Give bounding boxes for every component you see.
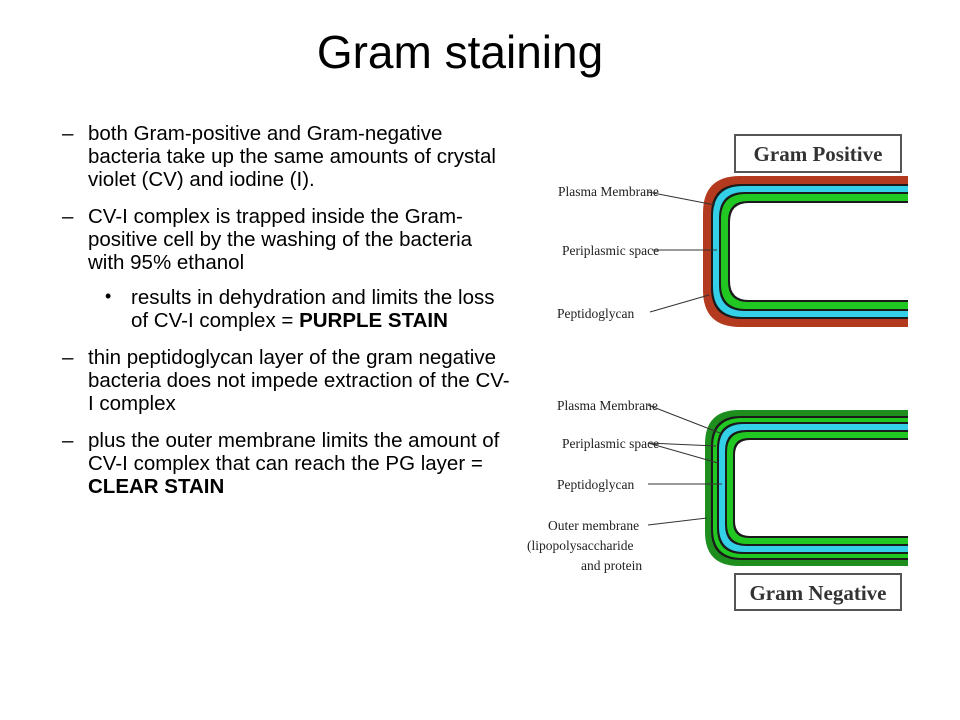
clear-stain-emphasis: CLEAR STAIN [88,475,225,498]
gram-positive-wall [703,176,908,327]
gram-negative-label-box: Gram Negative [734,573,902,611]
gram-positive-labels: Plasma Membrane Periplasmic space Peptid… [557,184,717,321]
gp-peptidoglycan-label: Peptidoglycan [557,306,634,321]
gn-outer-membrane-label-2: (lipopolysaccharide [527,538,633,553]
sub-bullet-item: • results in dehydration and limits the … [105,286,512,332]
gp-peptidoglycan-leader [649,294,710,313]
dot-marker: • [105,286,112,306]
dash-marker: – [62,346,74,369]
gram-positive-label-box: Gram Positive [734,134,902,173]
bullet-text: CV-I complex is trapped inside the Gram-… [88,205,473,274]
gn-outer-membrane-label-1: Outer membrane [548,518,639,533]
gn-periplasm-leader-b [647,442,719,464]
bullet-text: both Gram-positive and Gram-negative bac… [88,122,496,191]
gn-peptidoglycan-label: Peptidoglycan [557,477,634,492]
gn-outer-membrane-label-3: and protein [581,558,642,573]
gram-positive-label: Gram Positive [754,142,883,166]
gn-periplasm-leader-a [647,442,717,447]
gn-outer-membrane-leader [647,517,708,526]
bullet-text: plus the outer membrane limits the amoun… [88,429,500,475]
dash-marker: – [62,429,74,452]
dash-marker: – [62,122,74,145]
gp-plasma-membrane-label: Plasma Membrane [558,184,659,199]
purple-stain-emphasis: PURPLE STAIN [299,309,448,332]
gn-plasma-membrane-label: Plasma Membrane [557,398,658,413]
dash-marker: – [62,205,74,228]
gram-negative-label: Gram Negative [749,581,886,605]
bullet-item: – both Gram-positive and Gram-negative b… [62,122,512,191]
bullet-text: thin peptidoglycan layer of the gram neg… [88,346,510,415]
bullet-item: – thin peptidoglycan layer of the gram n… [62,346,512,415]
slide-title: Gram staining [316,26,604,78]
bullet-list: – both Gram-positive and Gram-negative b… [62,122,512,512]
gram-negative-wall [705,410,908,566]
gp-plasma-leader [647,191,716,206]
gn-plasma-leader [647,404,721,434]
gram-negative-labels: Plasma Membrane Periplasmic space Peptid… [527,398,722,573]
bullet-item: – plus the outer membrane limits the amo… [62,429,512,498]
bullet-item: – CV-I complex is trapped inside the Gra… [62,205,512,274]
gp-periplasmic-space-label: Periplasmic space [562,243,659,258]
gn-periplasmic-space-label: Periplasmic space [562,436,659,451]
bullet-text: results in dehydration and limits the lo… [131,286,495,332]
